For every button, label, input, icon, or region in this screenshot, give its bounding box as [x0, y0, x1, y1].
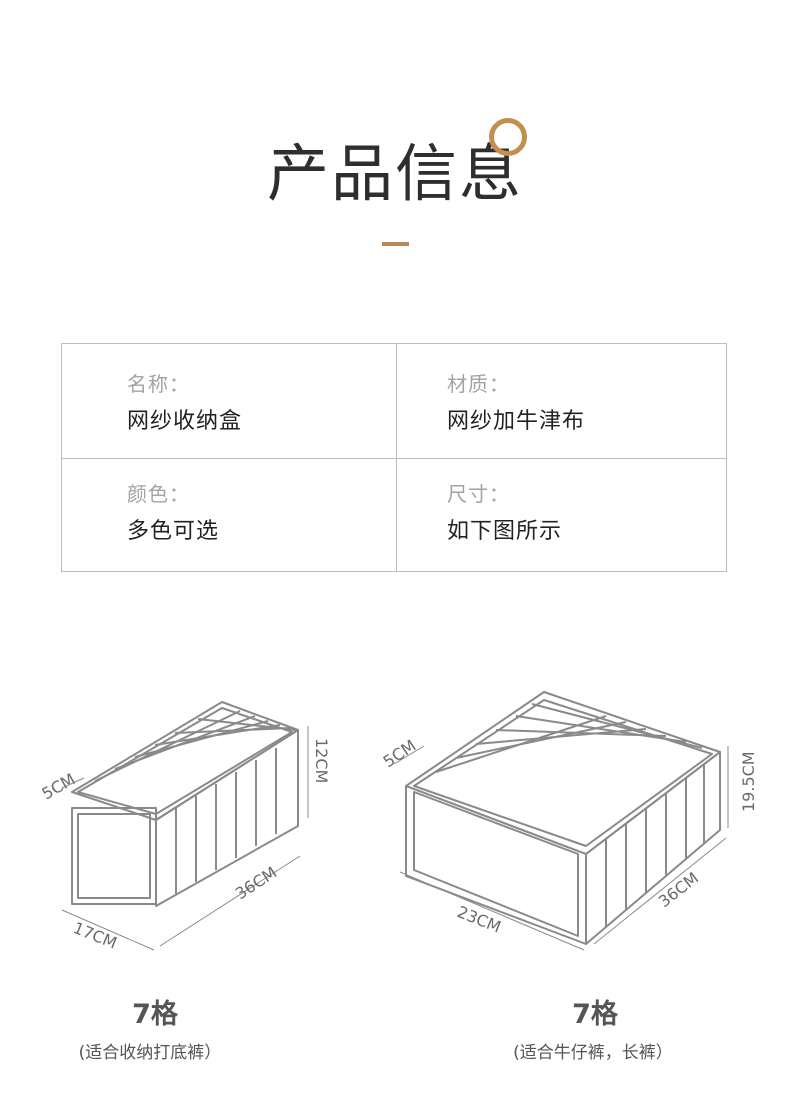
info-value: 网纱收纳盒 [127, 409, 243, 434]
info-cell-name: 名称： 网纱收纳盒 [127, 371, 242, 437]
large-dimension-lines [393, 745, 729, 951]
decorative-ring-icon [489, 118, 527, 156]
info-value: 多色可选 [127, 519, 220, 544]
info-value: 如下图所示 [447, 519, 563, 544]
large-organizer-illustration [405, 691, 721, 945]
table-divider-horizontal [62, 458, 726, 459]
info-label: 颜色： [127, 482, 190, 506]
info-cell-color: 颜色： 多色可选 [127, 481, 219, 547]
info-cell-size: 尺寸： 如下图所示 [447, 481, 562, 547]
title-accent-bar [382, 242, 409, 246]
large-width-label: 23CM [455, 902, 504, 937]
small-usage-note: (适合收纳打底裤） [78, 1043, 222, 1063]
page-title: 产品信息 [266, 137, 523, 210]
small-width-label: 17CM [71, 918, 120, 953]
large-length-label: 36CM [655, 868, 702, 911]
small-organizer-illustration [71, 701, 299, 907]
large-depth-label: 5CM [380, 736, 420, 771]
small-grid-count: 7格 [132, 999, 178, 1030]
info-table: 名称： 网纱收纳盒 材质： 网纱加牛津布 颜色： 多色可选 尺寸： 如下图所示 [61, 343, 727, 572]
info-label: 材质： [447, 372, 510, 396]
product-diagrams: 5CM 12CM 36CM 17CM 5CM 19.5CM 36CM 23CM [39, 691, 758, 953]
info-value: 网纱加牛津布 [447, 409, 586, 434]
large-grid-count: 7格 [572, 999, 618, 1030]
small-depth-label: 5CM [39, 769, 79, 803]
small-length-label: 36CM [232, 863, 280, 904]
small-dimension-lines [61, 726, 309, 951]
table-divider-vertical [396, 344, 397, 571]
info-label: 尺寸： [447, 482, 510, 506]
large-height-label: 19.5CM [739, 751, 758, 812]
large-usage-note: (适合牛仔裤，长裤） [513, 1043, 673, 1063]
small-height-label: 12CM [312, 738, 331, 783]
info-label: 名称： [127, 372, 190, 396]
info-cell-material: 材质： 网纱加牛津布 [447, 371, 585, 437]
